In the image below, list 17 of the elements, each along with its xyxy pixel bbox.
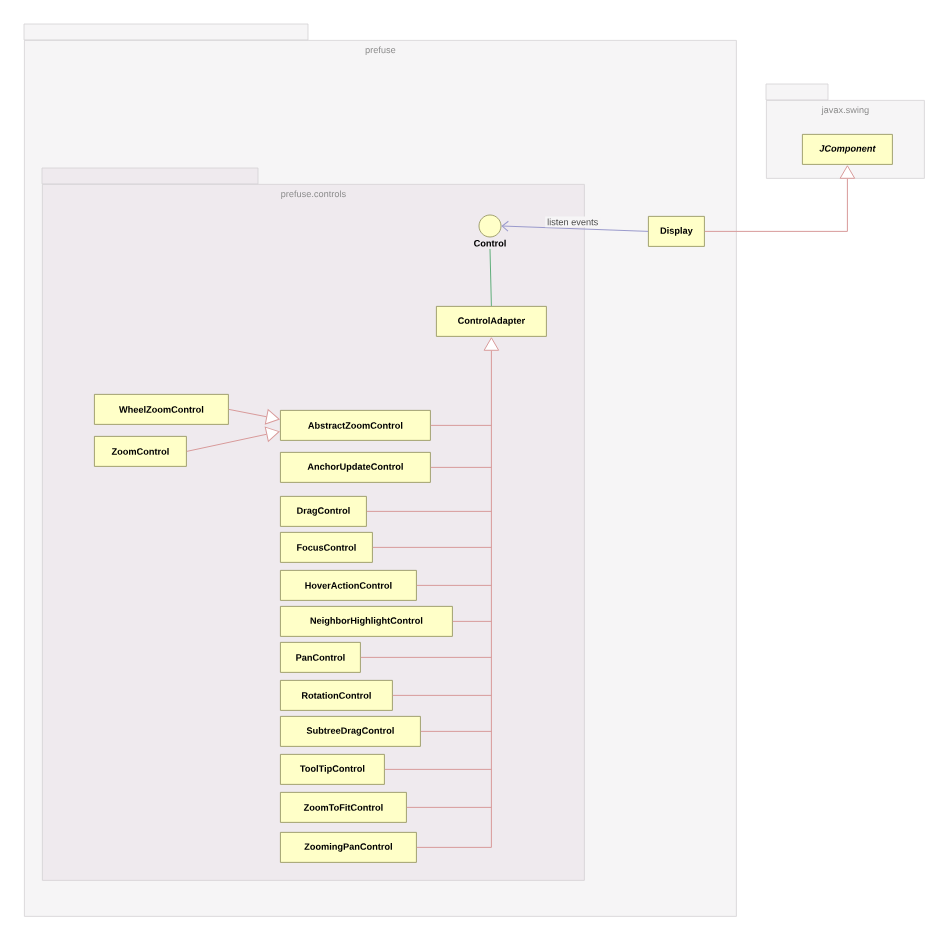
arrow <box>501 220 649 232</box>
branch-line <box>372 546 492 548</box>
branch-line <box>392 694 492 696</box>
branch-line <box>384 768 492 770</box>
branch-line <box>420 730 492 732</box>
arrow <box>483 337 500 848</box>
branch-line <box>360 656 492 658</box>
branch-line <box>452 620 492 622</box>
arrow <box>228 408 280 425</box>
branch-line <box>430 466 492 468</box>
branch-line <box>430 424 492 426</box>
arrow <box>704 165 856 232</box>
arrow <box>186 426 280 452</box>
branch-line <box>406 806 492 808</box>
branch-line <box>416 846 492 848</box>
branch-line <box>366 510 492 512</box>
branch-line <box>416 584 492 586</box>
